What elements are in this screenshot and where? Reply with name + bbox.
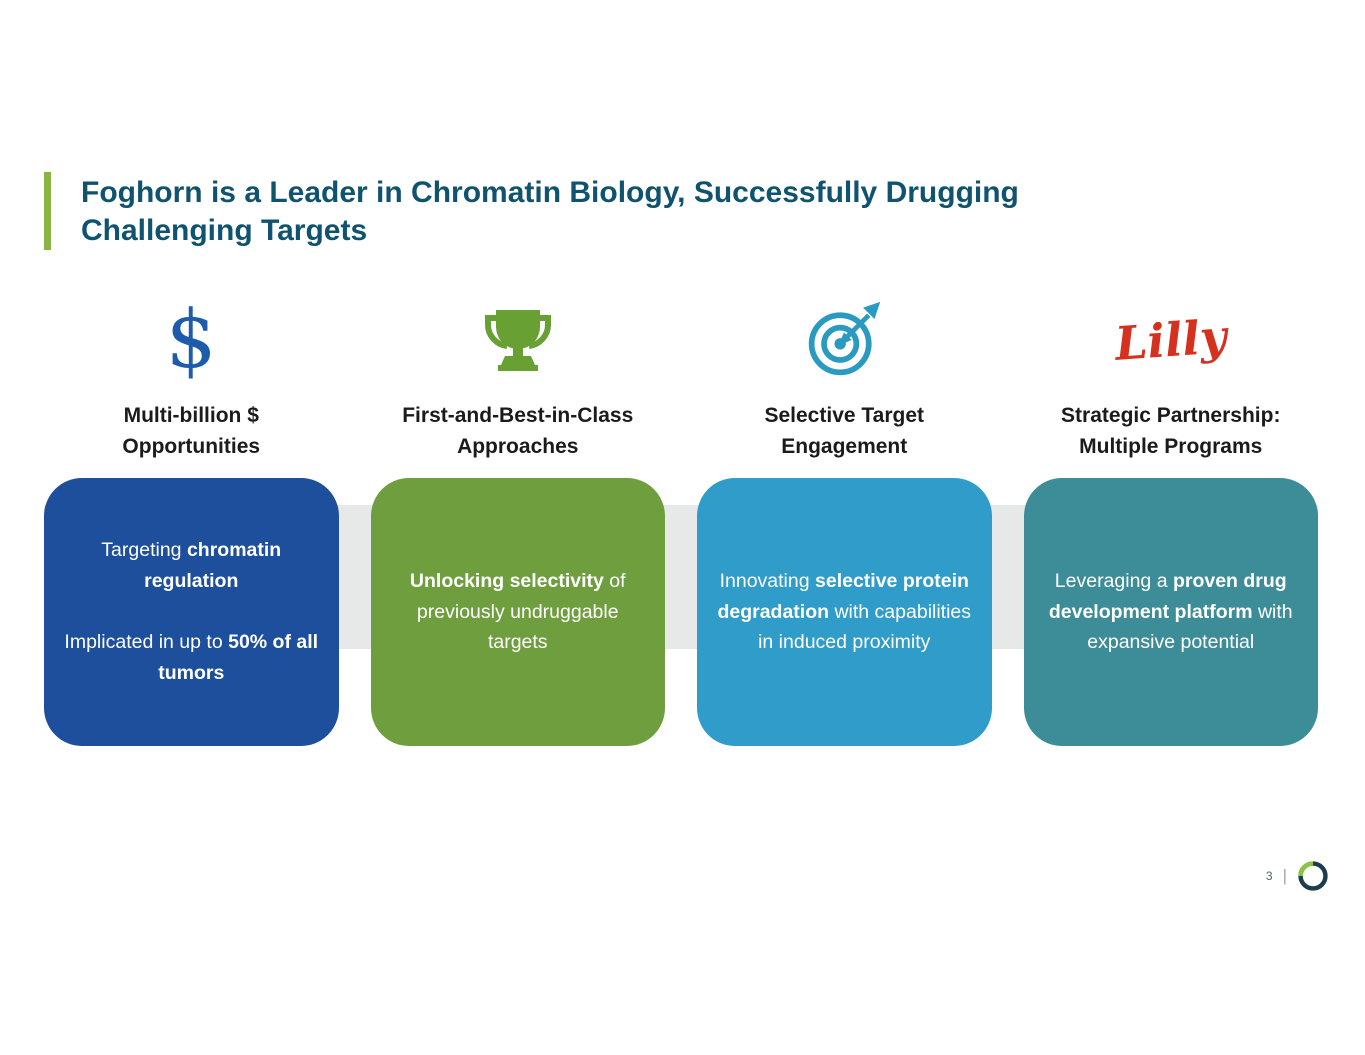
card-drug-development-platform: Leveraging a proven drug development pla… [1023,478,1318,746]
page-title: Foghorn is a Leader in Chromatin Biology… [81,172,1019,250]
column-heading-strategic-partnership: Strategic Partnership: Multiple Programs [1061,404,1281,458]
footer-divider: | [1282,866,1287,885]
card-text: Leveraging a proven drug development pla… [1048,569,1293,654]
page-number: 3 [1265,869,1273,883]
dollar-glyph: $ [165,293,217,386]
footer: 3 | [1266,860,1329,892]
lilly-logo: Lilly [1113,292,1229,388]
column-heading-first-best: First-and-Best-in-Class Approaches [402,404,634,458]
column-strategic-partnership: Lilly Strategic Partnership: Multiple Pr… [1023,292,1318,746]
column-multibillion-opportunities: $ Multi-billion $ Opportunities Targetin… [44,292,339,746]
title-accent-bar [44,172,51,250]
column-first-best-in-class: First-and-Best-in-Class Approaches Unloc… [370,292,665,746]
title-block: Foghorn is a Leader in Chromatin Biology… [44,172,1019,250]
card-text: Innovating selective protein degradation… [717,569,972,654]
card-text: Implicated in up to 50% of all tumors [64,631,319,684]
card-text: Targeting chromatin regulation [101,539,282,593]
card-unlocking-selectivity: Unlocking selectivity of previously undr… [370,478,665,746]
columns-row: $ Multi-billion $ Opportunities Targetin… [44,292,1318,746]
card-chromatin-regulation: Targeting chromatin regulation Implicate… [44,478,339,746]
trophy-icon [482,292,554,388]
lilly-logo-text: Lilly [1113,309,1229,371]
column-heading-selective-target: Selective Target Engagement [764,404,925,458]
dollar-icon: $ [166,292,217,388]
column-heading-multibillion: Multi-billion $ Opportunities [122,404,261,458]
card-text: Unlocking selectivity of previously undr… [409,569,626,654]
column-selective-target: Selective Target Engagement Innovating s… [697,292,992,746]
trophy-icon-svg [484,310,551,371]
title-line-2: Challenging Targets [81,214,368,247]
card-protein-degradation: Innovating selective protein degradation… [697,478,992,746]
target-icon-svg [809,301,881,376]
foghorn-logo-icon [1298,861,1328,891]
target-icon [804,292,884,388]
title-line-1: Foghorn is a Leader in Chromatin Biology… [81,176,1019,209]
